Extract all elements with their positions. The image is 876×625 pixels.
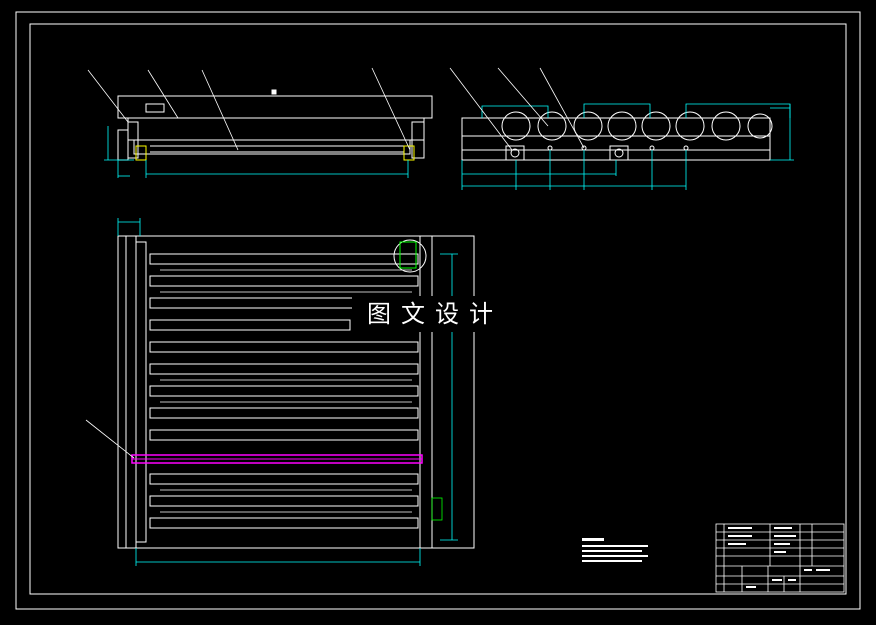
highlighted-roller — [85, 419, 423, 464]
technical-notes — [582, 538, 648, 562]
top-view-frame — [117, 235, 475, 549]
top-view-rollers — [149, 253, 419, 529]
outer-border — [15, 11, 861, 610]
title-block — [715, 523, 845, 593]
side-view-frame — [481, 103, 794, 161]
side-view-dims — [461, 150, 687, 190]
watermark-label: 图文设计 — [352, 296, 518, 332]
side-view-leaders — [449, 67, 585, 151]
top-view-detail — [393, 239, 427, 273]
front-view — [117, 89, 433, 161]
front-view-leaders — [87, 67, 411, 151]
title-block-text — [728, 527, 830, 588]
side-view-bearings — [505, 145, 689, 161]
top-view-shafts — [160, 269, 412, 513]
inner-border — [29, 23, 847, 595]
front-view-dims — [104, 126, 409, 178]
side-view — [461, 111, 773, 161]
